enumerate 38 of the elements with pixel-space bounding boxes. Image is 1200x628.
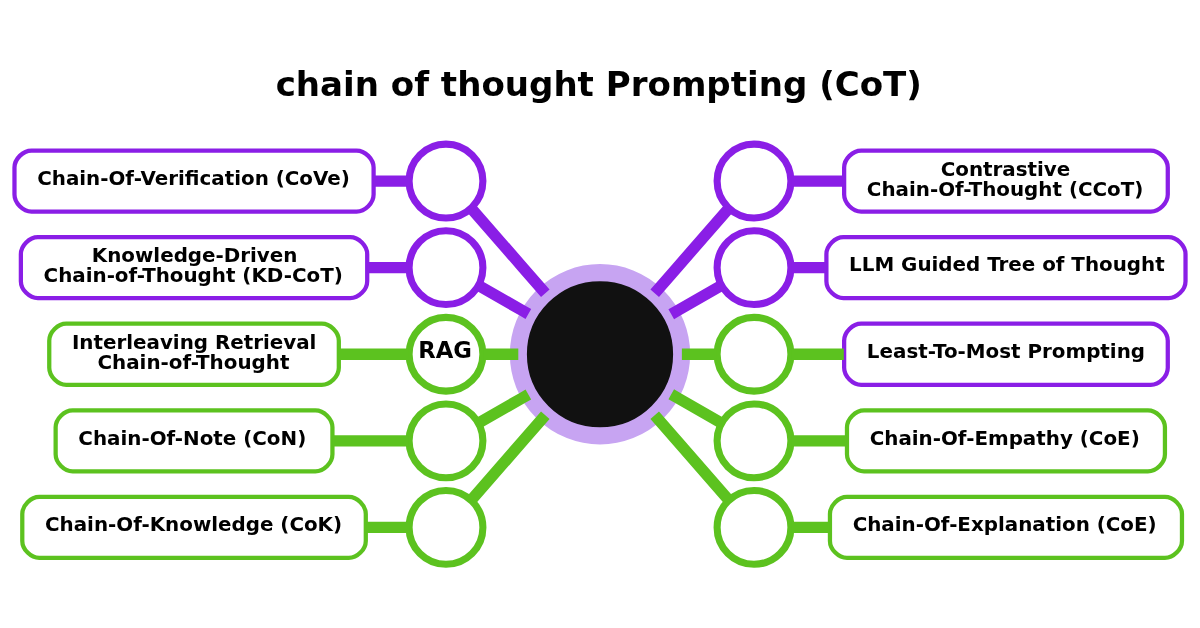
connector xyxy=(338,348,409,360)
connector xyxy=(475,279,532,319)
node-circle xyxy=(713,226,795,308)
node-circle xyxy=(713,399,795,481)
node-circle xyxy=(509,263,691,444)
node-circle xyxy=(405,486,487,568)
node-box: Chain-Of-Empathy (CoE) xyxy=(844,407,1168,473)
connector xyxy=(791,348,844,360)
connector xyxy=(791,521,830,533)
connector xyxy=(668,280,725,319)
connector xyxy=(467,204,550,297)
node-box: Contrastive Chain-Of-Thought (CCoT) xyxy=(842,147,1170,214)
connector xyxy=(668,388,725,428)
connector xyxy=(332,434,409,446)
connector xyxy=(791,434,847,446)
node-box: LLM Guided Tree of Thought xyxy=(824,234,1188,300)
node-box: Chain-Of-Knowledge (CoK) xyxy=(20,494,368,560)
node-circle: RAG xyxy=(405,313,487,395)
connector xyxy=(650,204,734,297)
connector xyxy=(475,389,532,428)
node-box: Chain-Of-Note (CoN) xyxy=(53,407,335,473)
connector xyxy=(791,261,827,273)
node-box: Least-To-Most Prompting xyxy=(842,321,1170,387)
node-circle xyxy=(405,226,487,308)
connector xyxy=(791,174,844,187)
diagram-title: chain of thought Prompting (CoT) xyxy=(275,63,922,104)
connector xyxy=(367,261,409,273)
node-box: Chain-Of-Verification (CoVe) xyxy=(12,147,376,214)
node-box: Knowledge-Driven Chain-of-Thought (KD-CoT) xyxy=(18,234,370,300)
node-circle xyxy=(405,399,487,481)
node-circle xyxy=(713,313,795,395)
node-circle xyxy=(713,140,795,222)
node-circle xyxy=(713,486,795,568)
node-box: Interleaving Retrieval Chain-of-Thought xyxy=(47,321,341,387)
connector xyxy=(467,411,550,504)
node-box: Chain-Of-Explanation (CoE) xyxy=(827,494,1185,560)
connector xyxy=(650,411,734,504)
node-circle xyxy=(405,140,487,222)
